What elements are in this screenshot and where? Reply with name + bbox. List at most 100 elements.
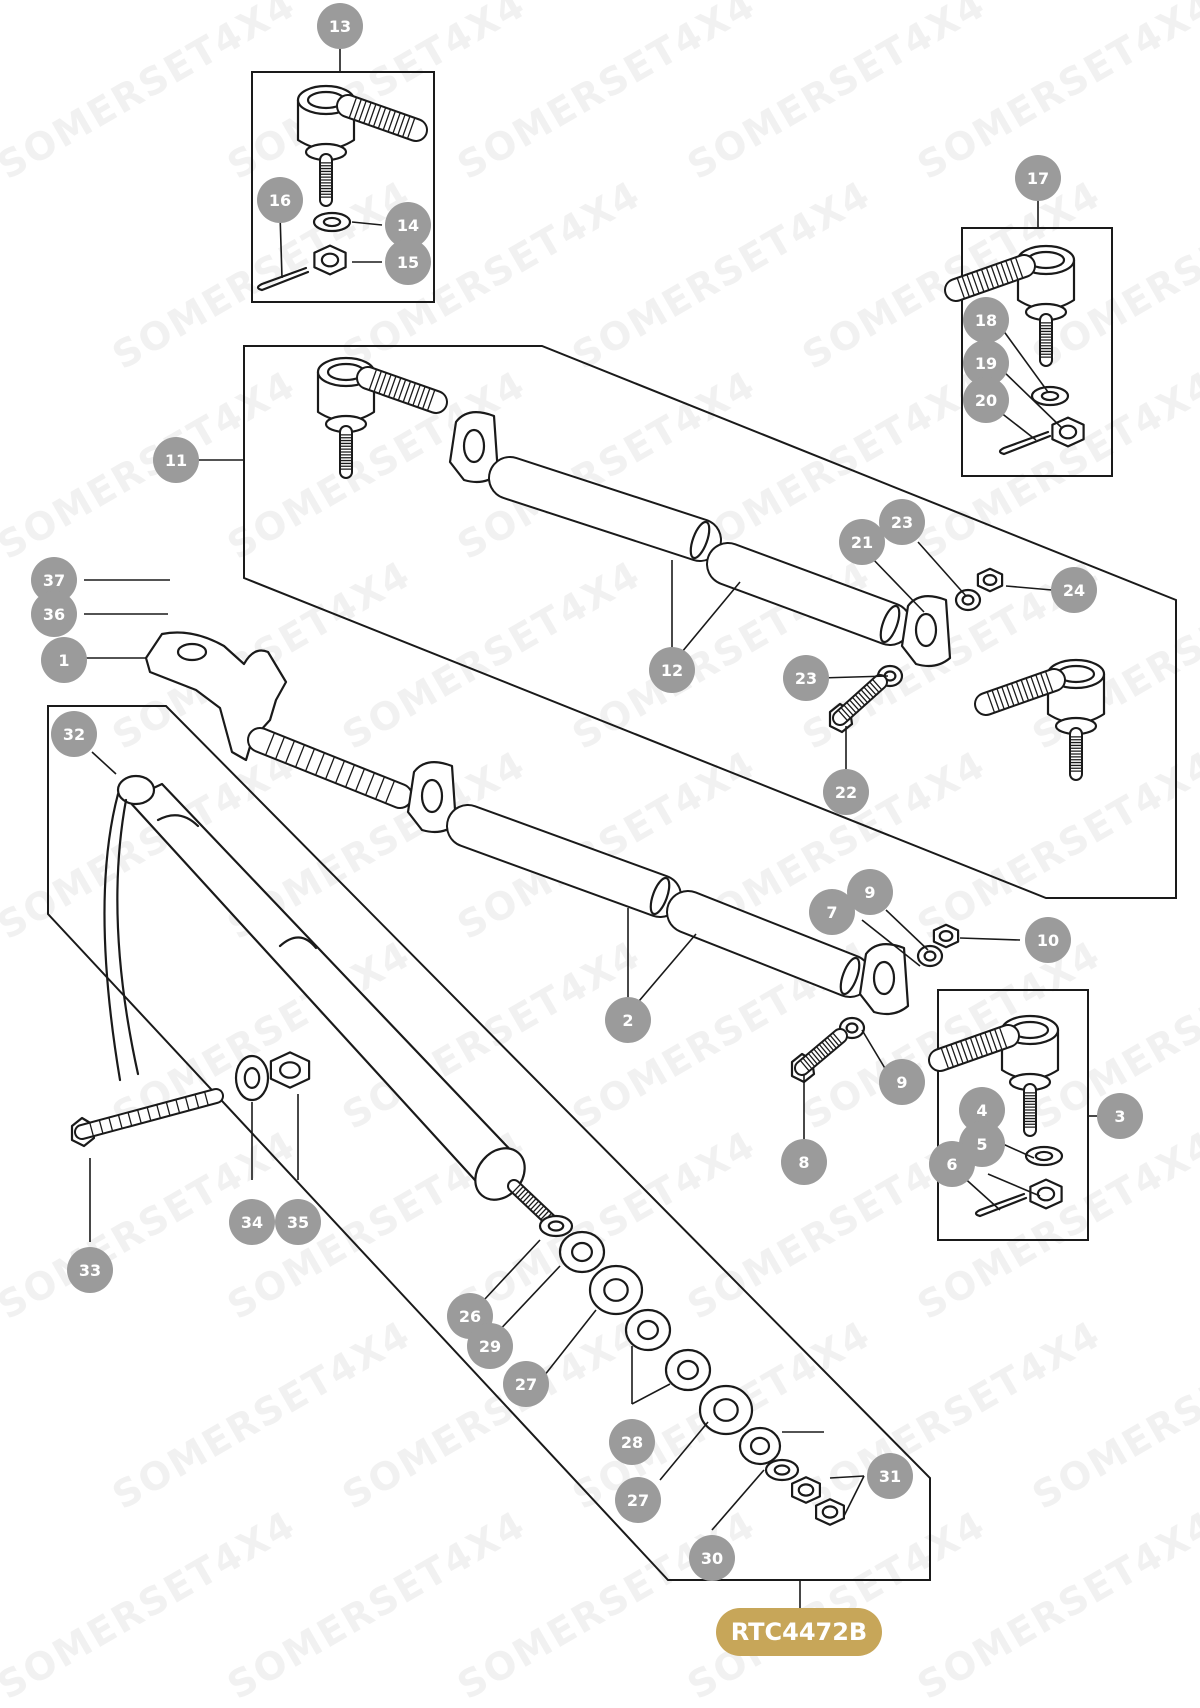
washer-9-upper [916,944,944,968]
leader-line [483,1239,541,1301]
callout-20: 20 [963,377,1009,423]
callout-9: 9 [879,1059,925,1105]
tube-2-right [666,890,872,998]
callout-number: 6 [946,1155,957,1174]
nut-31-a [790,1476,822,1504]
leader-line [351,221,383,226]
damper-rod-thread [507,1179,557,1227]
leader-line [711,1469,765,1531]
callout-number: 13 [329,17,351,36]
callout-number: 1 [58,651,69,670]
assembly-frame [47,705,931,1581]
leader-line [999,411,1037,441]
ball-pin-thread [1039,313,1053,367]
callout-number: 29 [479,1337,501,1356]
nut-10 [932,923,960,949]
callout-number: 17 [1027,169,1049,188]
callout-number: 5 [976,1135,987,1154]
callout-number: 8 [798,1153,809,1172]
leader-line [631,1383,671,1405]
bracket-arm-1 [144,631,288,762]
callout-number: 33 [79,1261,101,1280]
callout-number: 23 [891,513,913,532]
leader-line [959,937,1021,941]
leader-line [493,1265,561,1337]
callout-number: 11 [165,451,187,470]
washer-23-lower [876,664,904,688]
callout-37: 37 [31,557,77,603]
tie-rod-end-thread [928,1024,1020,1072]
ball-pin-thread [1023,1083,1037,1137]
callout-number: 3 [1114,1107,1125,1126]
callout-7: 7 [809,889,855,935]
leader-line [869,555,925,613]
callout-number: 18 [975,311,997,330]
leader-line [1005,585,1053,591]
leader-line [999,325,1049,393]
leader-line [543,1309,597,1377]
bush-29-upper [558,1230,606,1274]
tube-12-left [488,456,722,562]
tie-rod-end-thread [944,254,1036,302]
assembly-frame [251,71,435,303]
assembly-frame [243,345,1177,899]
callout-number: 23 [795,669,817,688]
leader-line [861,1029,887,1071]
callout-32: 32 [51,711,97,757]
leader-line [659,1421,709,1481]
callout-16: 16 [257,177,303,223]
callout-number: 2 [622,1011,633,1030]
callout-number: 34 [241,1213,263,1232]
washer-14 [312,211,352,233]
castle-nut-5 [1029,1178,1063,1210]
callout-13: 13 [317,3,363,49]
bush-29-lower [738,1426,782,1466]
castle-nut-19 [1051,416,1085,448]
callout-27: 27 [503,1361,549,1407]
callout-4: 4 [959,1087,1005,1133]
washer-26 [538,1214,574,1238]
callout-27: 27 [615,1477,661,1523]
callout-number: 15 [397,253,419,272]
washer-23-upper [954,588,982,612]
callout-36: 36 [31,591,77,637]
tie-rod-end-thread [336,94,428,142]
callout-11: 11 [153,437,199,483]
callout-6: 6 [929,1141,975,1187]
callout-12: 12 [649,647,695,693]
callout-number: 27 [515,1375,537,1394]
callout-29: 29 [467,1323,513,1369]
reference-code-badge: RTC4472B [716,1608,882,1656]
nut-24 [976,567,1004,593]
leader-line [91,751,117,775]
leader-line [917,541,967,597]
clamp-21 [900,595,952,668]
callout-number: 22 [835,783,857,802]
bolt-shank [74,1088,224,1140]
callout-2: 2 [605,997,651,1043]
bolt-shank [794,1028,848,1076]
callout-number: 7 [826,903,837,922]
callout-number: 32 [63,725,85,744]
callout-8: 8 [781,1139,827,1185]
callout-18: 18 [963,297,1009,343]
callout-number: 19 [975,354,997,373]
callout-10: 10 [1025,917,1071,963]
clamp-7 [858,943,910,1016]
washer-4 [1024,1145,1064,1167]
ball-pin-thread [339,425,353,479]
callout-17: 17 [1015,155,1061,201]
bush-27-lower [698,1384,754,1436]
callout-15: 15 [385,239,431,285]
tie-rod-end-thread [974,668,1066,716]
callout-30: 30 [689,1535,735,1581]
leader-line [279,213,283,279]
callout-number: 26 [459,1307,481,1326]
bolt-shank [832,674,888,726]
leader-line [861,919,921,967]
split-pin-20 [998,430,1052,456]
callout-number: 28 [621,1433,643,1452]
cup-28-upper [624,1308,672,1352]
callout-3: 3 [1097,1093,1143,1139]
callout-number: 14 [397,216,419,235]
